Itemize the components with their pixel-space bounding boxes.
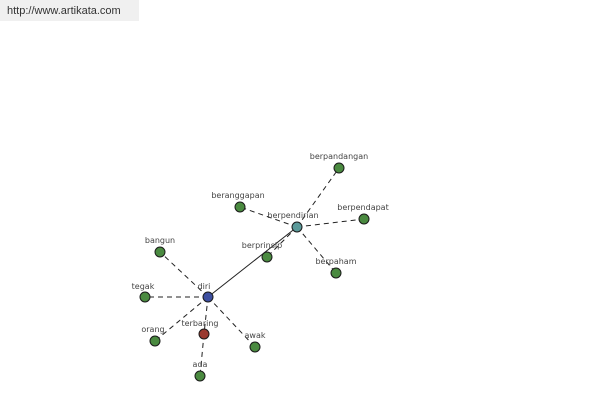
graph-edges [145, 167, 365, 377]
node-marker-ada[interactable] [194, 370, 206, 382]
node-label-ada: ada [193, 360, 208, 369]
node-label-tegak: tegak [132, 282, 155, 291]
node-orang[interactable]: orang [141, 325, 165, 347]
node-marker-tegak[interactable] [139, 291, 151, 303]
node-marker-berpaham[interactable] [330, 267, 342, 279]
edge-diri-bangun [159, 251, 209, 298]
edge-berpendirian-berpaham [296, 226, 337, 274]
edge-terbaring-ada [199, 333, 205, 377]
node-marker-bangun[interactable] [154, 246, 166, 258]
node-label-terbaring: terbaring [182, 319, 219, 328]
node-marker-awak[interactable] [249, 341, 261, 353]
edge-berpendirian-berpendapat [296, 218, 365, 228]
node-label-bangun: bangun [145, 236, 175, 245]
graph-nodes: diri berpendirian berpandangan beranggapan b… [132, 152, 389, 382]
node-marker-beranggapan[interactable] [234, 201, 246, 213]
node-awak[interactable]: awak [245, 331, 266, 353]
node-terbaring[interactable]: terbaring [182, 319, 219, 340]
node-marker-diri[interactable] [202, 291, 214, 303]
node-marker-berpendapat[interactable] [358, 213, 370, 225]
node-label-berprinsip: berprinsip [242, 241, 282, 250]
node-ada[interactable]: ada [193, 360, 208, 382]
node-beranggapan[interactable]: beranggapan [211, 191, 265, 213]
edge-berpendirian-berprinsip [266, 226, 298, 258]
edge-diri-terbaring [203, 296, 209, 335]
node-label-diri: diri [198, 282, 211, 291]
node-diri[interactable]: diri [198, 282, 214, 303]
node-marker-berpandangan[interactable] [333, 162, 345, 174]
node-label-berpendirian: berpendirian [267, 211, 318, 220]
node-berprinsip[interactable]: berprinsip [242, 241, 282, 263]
node-label-orang: orang [141, 325, 164, 334]
node-berpandangan[interactable]: berpandangan [310, 152, 368, 174]
node-marker-terbaring[interactable] [198, 328, 210, 340]
node-tegak[interactable]: tegak [132, 282, 155, 303]
node-bangun[interactable]: bangun [145, 236, 175, 258]
edge-berpendirian-berpandangan [296, 167, 340, 228]
node-marker-orang[interactable] [149, 335, 161, 347]
node-berpendirian[interactable]: berpendirian [267, 211, 319, 233]
node-label-awak: awak [245, 331, 266, 340]
edge-diri-awak [207, 296, 256, 348]
node-label-berpendapat: berpendapat [337, 203, 388, 212]
edge-diri-berpendirian [207, 226, 298, 298]
node-marker-berprinsip[interactable] [261, 251, 273, 263]
node-berpendapat[interactable]: berpendapat [337, 203, 389, 225]
node-label-berpandangan: berpandangan [310, 152, 368, 161]
node-label-berpaham: berpaham [315, 257, 356, 266]
edge-berpendirian-beranggapan [239, 206, 298, 228]
node-label-beranggapan: beranggapan [211, 191, 264, 200]
edge-diri-orang [154, 296, 209, 342]
source-url: http://www.artikata.com [0, 0, 139, 21]
node-marker-berpendirian[interactable] [291, 221, 303, 233]
node-berpaham[interactable]: berpaham [315, 257, 357, 279]
